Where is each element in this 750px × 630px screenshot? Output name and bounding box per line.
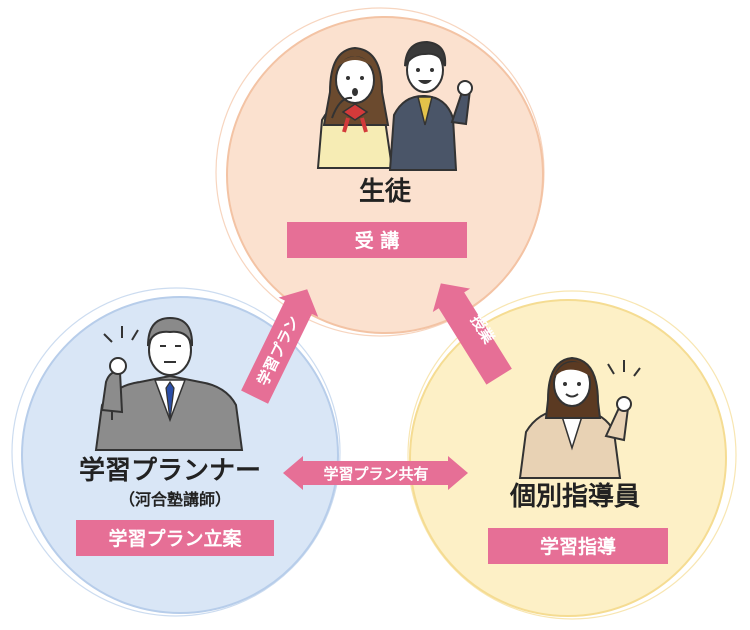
- student-badge-bg: [287, 222, 467, 258]
- student-badge-label: 受 講: [355, 229, 400, 252]
- instructor-title: 個別指導員: [509, 481, 640, 512]
- arrow-shared-plan-label: 学習プラン共有: [323, 465, 428, 483]
- instructor-badge-label: 学習指導: [540, 535, 616, 558]
- student-circle: [215, 7, 545, 337]
- instructor-badge-bg: [488, 528, 668, 564]
- planner-badge-label: 学習プラン立案: [108, 527, 242, 550]
- male-teacher-illustration-icon: [94, 316, 244, 451]
- student-title: 生徒: [359, 177, 412, 207]
- arrow-shared-plan: 学習プラン共有: [283, 456, 468, 490]
- planner-title: 学習プランナー: [79, 455, 261, 486]
- planner-subtitle: （河合塾講師）: [119, 490, 231, 509]
- students-illustration-icon: [316, 40, 473, 171]
- planner-badge-bg: [76, 520, 274, 556]
- female-instructor-illustration-icon: [518, 356, 641, 479]
